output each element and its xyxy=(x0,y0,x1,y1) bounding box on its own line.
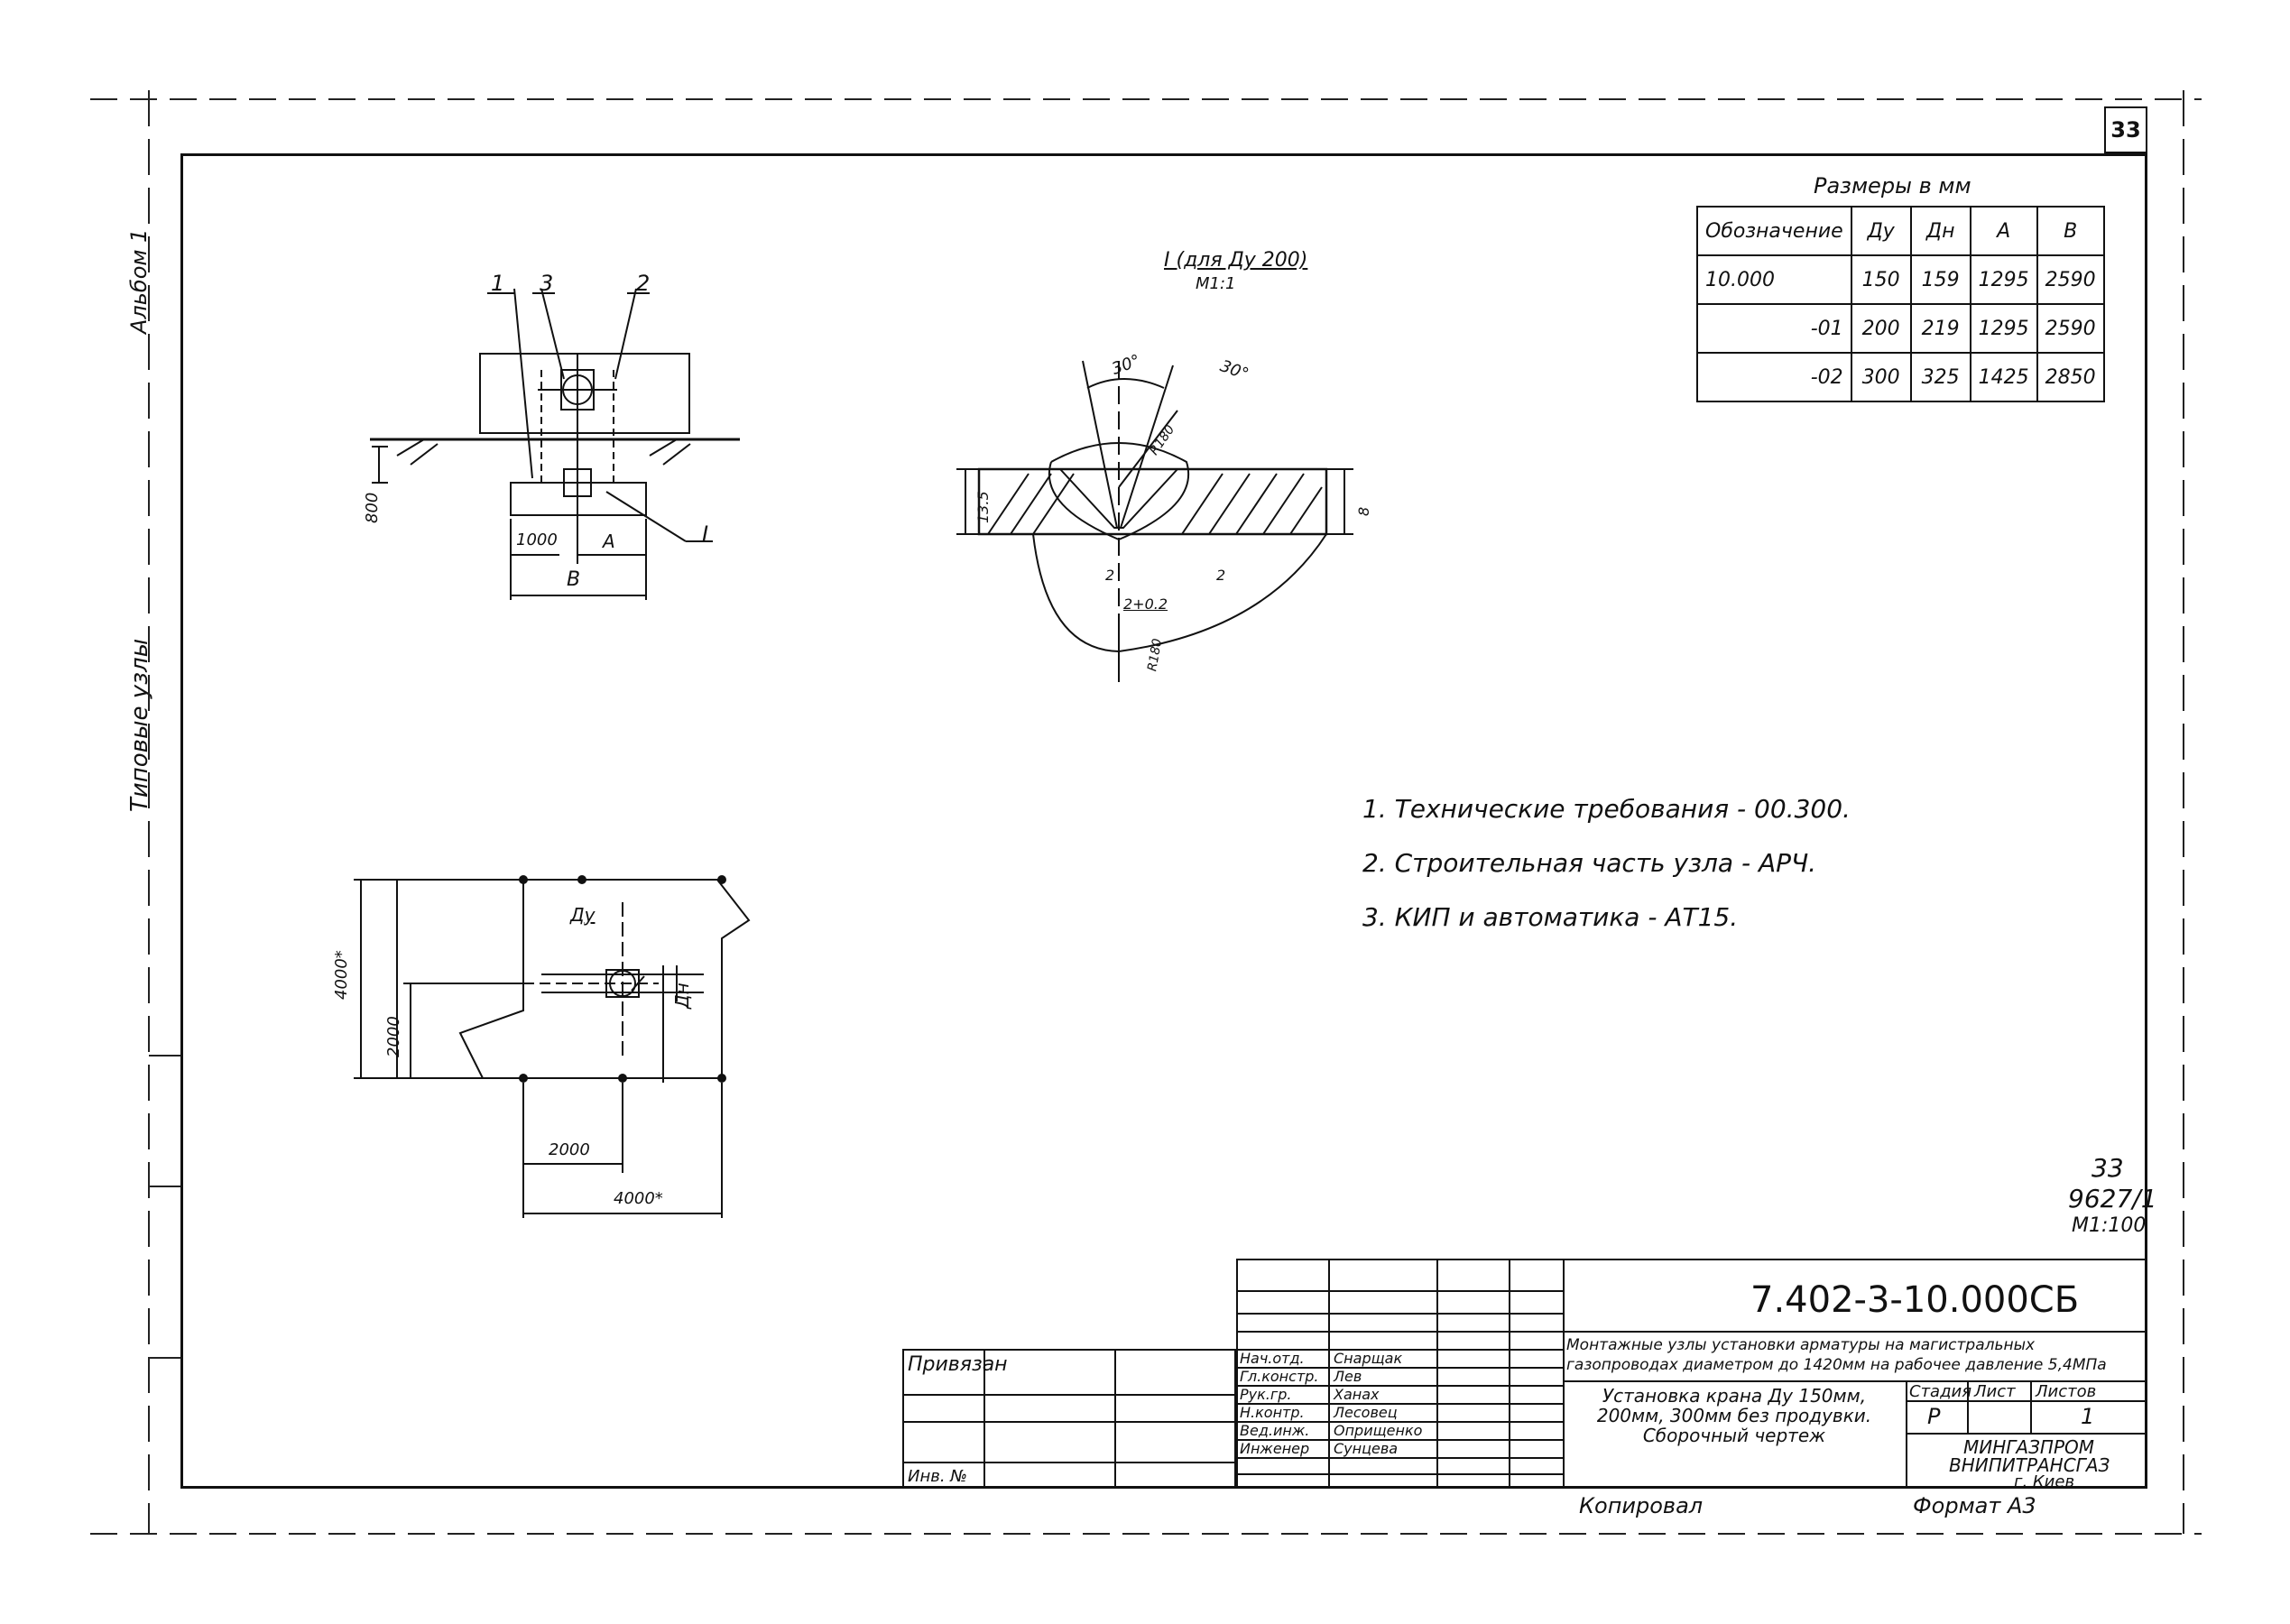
plan-dim-height-half: 2000 xyxy=(384,1016,403,1057)
table-cell: 150 xyxy=(1850,254,1912,305)
project-title: Монтажные узлы установки арматуры на маг… xyxy=(1566,1336,2107,1374)
table-cell: 2850 xyxy=(2036,352,2105,402)
table-cell: -02 xyxy=(1696,352,1852,402)
inventory-number-label: Инв. № xyxy=(908,1467,968,1486)
role-cell: Вед.инж. xyxy=(1240,1422,1310,1439)
table-header-cell: Ду xyxy=(1850,206,1912,256)
dimensions-table: Обозначение Ду Дн А В 10.000 150 159 129… xyxy=(1696,206,2105,402)
elevation-view xyxy=(370,288,740,600)
name-cell: Ханах xyxy=(1334,1386,1380,1403)
name-cell: Оприщенко xyxy=(1334,1422,1423,1439)
note-2: 2. Строительная часть узла - АРЧ. xyxy=(1362,848,1817,878)
plan-view xyxy=(354,875,751,1218)
copied-by: Копировал xyxy=(1579,1493,1704,1518)
role-cell: Рук.гр. xyxy=(1240,1386,1292,1403)
elevation-dim-b: В xyxy=(567,568,581,591)
plan-label-dn: Дн xyxy=(671,983,693,1009)
table-header-cell: В xyxy=(2036,206,2105,256)
organization-line3: г. Киев xyxy=(2014,1472,2075,1491)
table-header-cell: Дн xyxy=(1909,206,1971,256)
elevation-callout-3: 3 xyxy=(540,271,554,296)
elevation-detail-ref: I xyxy=(702,521,709,547)
table-row: -01 200 219 1295 2590 xyxy=(1696,303,2105,354)
table-cell: 1295 xyxy=(1969,254,2038,305)
table-cell: 159 xyxy=(1909,254,1971,305)
organization-line2: ВНИПИТРАНСГАЗ xyxy=(1949,1454,2110,1476)
table-cell: 10.000 xyxy=(1696,254,1852,305)
table-cell: 300 xyxy=(1850,352,1912,402)
stage-header: Стадия xyxy=(1909,1382,1972,1401)
table-header-cell: Обозначение xyxy=(1696,206,1852,256)
table-cell: -01 xyxy=(1696,303,1852,354)
table-cell: 1425 xyxy=(1969,352,2038,402)
plan-dim-height-total: 4000* xyxy=(332,950,351,1000)
elevation-callout-1: 1 xyxy=(491,271,505,296)
format-label: Формат А3 xyxy=(1913,1493,2036,1518)
table-cell: 2590 xyxy=(2036,303,2105,354)
elevation-dim-left: 1000 xyxy=(516,531,558,549)
table-cell: 219 xyxy=(1909,303,1971,354)
sheet-number-box: 33 xyxy=(2104,106,2147,153)
elevation-dim-a: А xyxy=(603,531,615,552)
table-row: -02 300 325 1425 2850 xyxy=(1696,352,2105,402)
stamp-note-line3: М1:100 xyxy=(2072,1214,2147,1237)
drawing-title: Установка крана Ду 150мм, 200мм, 300мм б… xyxy=(1596,1385,1872,1446)
note-1: 1. Технические требования - 00.300. xyxy=(1362,794,1851,824)
table-row: 10.000 150 159 1295 2590 xyxy=(1696,254,2105,305)
stamp-note-line1: 33 xyxy=(2091,1153,2124,1183)
stage-value: Р xyxy=(1927,1404,1941,1429)
name-cell: Сунцева xyxy=(1334,1440,1399,1457)
table-header-row: Обозначение Ду Дн А В xyxy=(1696,206,2105,256)
section-dim-gap-left: 2 xyxy=(1105,567,1115,584)
dimensions-caption: Размеры в мм xyxy=(1814,173,1971,198)
note-3: 3. КИП и автоматика - АТ15. xyxy=(1362,902,1739,932)
elevation-dim-depth: 800 xyxy=(363,492,382,523)
elevation-callout-2: 2 xyxy=(636,271,651,296)
section-dim-height: 13.5 xyxy=(974,491,992,523)
binding-label: Привязан xyxy=(908,1353,1008,1376)
plan-dim-width-half: 2000 xyxy=(549,1140,590,1159)
section-dim-thickness: 8 xyxy=(1355,506,1372,516)
table-cell: 1295 xyxy=(1969,303,2038,354)
sheet-header: Лист xyxy=(1974,1382,2016,1401)
sheets-value: 1 xyxy=(2081,1404,2095,1429)
table-cell: 2590 xyxy=(2036,254,2105,305)
role-cell: Гл.констр. xyxy=(1240,1368,1319,1385)
name-cell: Лесовец xyxy=(1334,1404,1398,1421)
section-dim-gap-right: 2 xyxy=(1216,567,1226,584)
stamp-note-line2: 9627/1 xyxy=(2068,1184,2157,1213)
document-code: 7.402-3-10.000СБ xyxy=(1750,1279,2080,1321)
section-detail xyxy=(956,360,1353,686)
table-cell: 325 xyxy=(1909,352,1971,402)
plan-dim-width-total: 4000* xyxy=(614,1189,663,1208)
role-cell: Нач.отд. xyxy=(1240,1350,1305,1367)
role-cell: Инженер xyxy=(1240,1440,1310,1457)
role-cell: Н.контр. xyxy=(1240,1404,1305,1421)
plan-label-dy: Ду xyxy=(570,904,596,926)
name-cell: Снарщак xyxy=(1334,1350,1403,1367)
section-scale: М1:1 xyxy=(1196,274,1236,293)
organization-line1: МИНГАЗПРОМ xyxy=(1963,1436,2094,1458)
table-cell: 200 xyxy=(1850,303,1912,354)
sheets-header: Листов xyxy=(2036,1382,2097,1401)
section-dim-root: 2+0.2 xyxy=(1123,595,1168,613)
section-title: I (для Ду 200) xyxy=(1164,249,1308,272)
table-header-cell: А xyxy=(1969,206,2038,256)
name-cell: Лев xyxy=(1334,1368,1362,1385)
sheet-number: 33 xyxy=(2110,117,2141,143)
